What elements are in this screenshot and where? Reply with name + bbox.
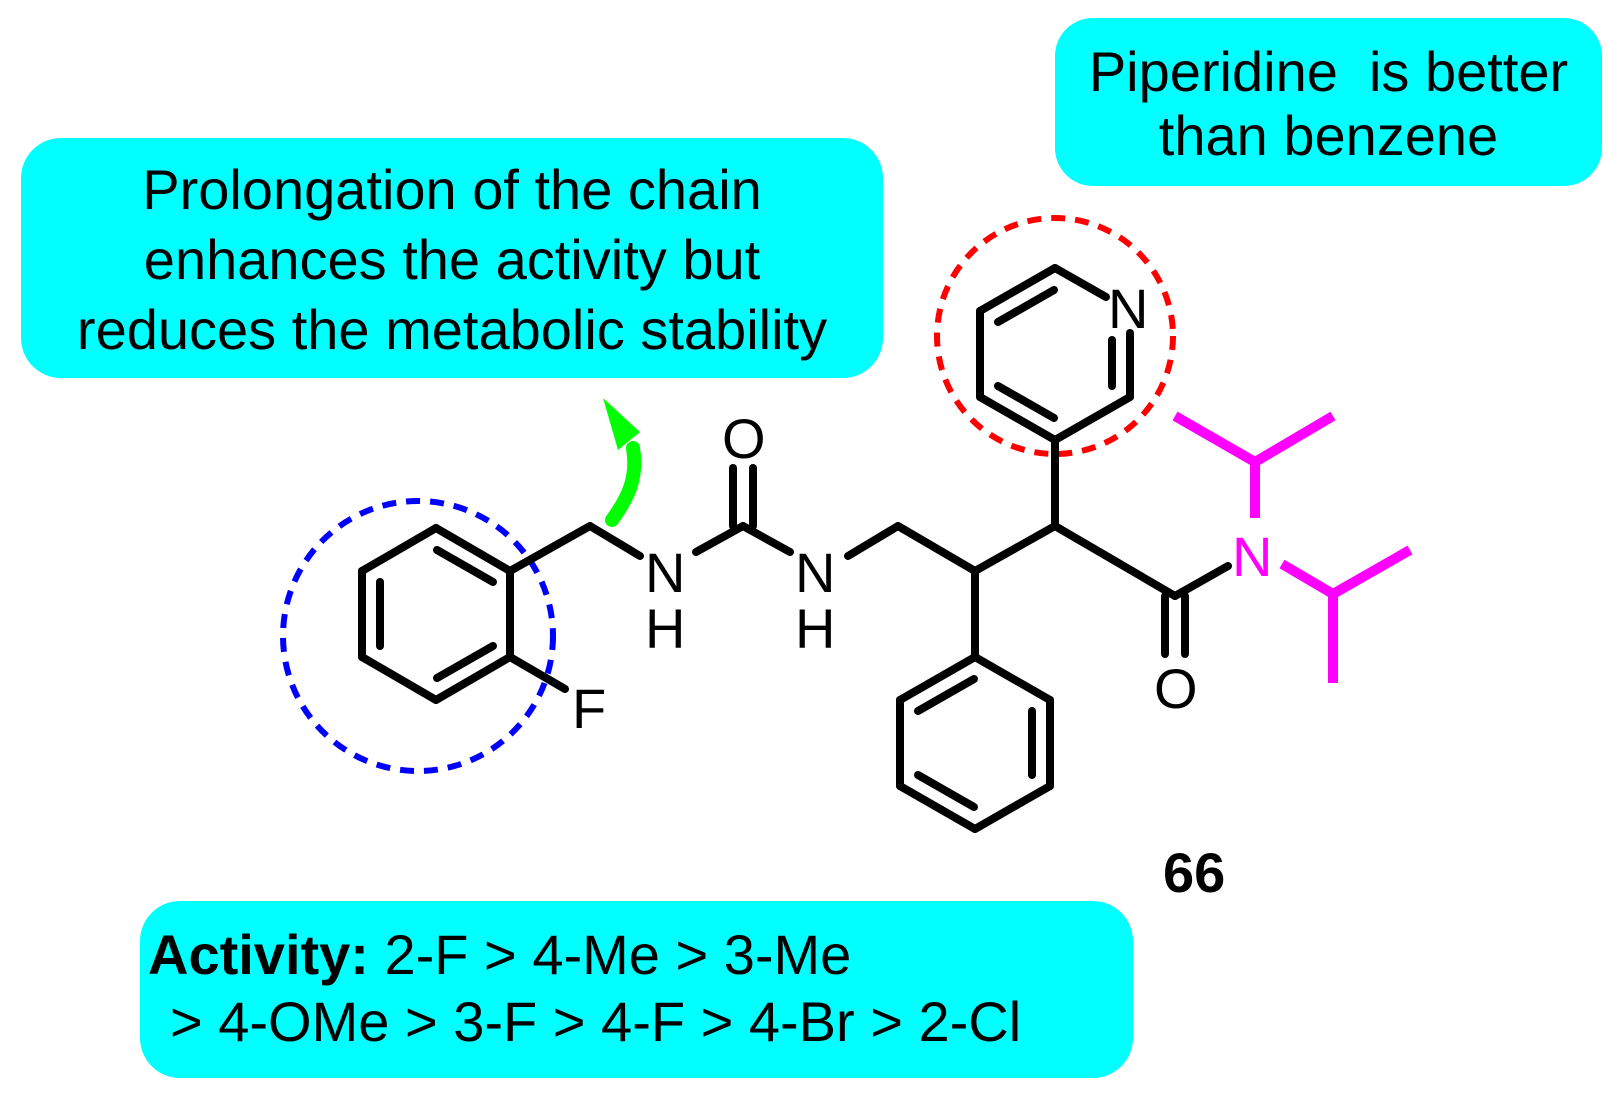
nh-left-n: N xyxy=(645,541,685,604)
nh-left-h: H xyxy=(645,597,685,660)
fluorine-atom: F xyxy=(572,677,606,740)
piperidine-callout: Piperidine is better than benzene xyxy=(1055,18,1602,186)
amide-nitrogen: N xyxy=(1232,525,1272,588)
bond-nh-ch2 xyxy=(844,522,902,560)
activity-order-2: > 4-OMe > 3-F > 4-F > 4-Br > 2-Cl xyxy=(170,990,1022,1053)
pyridine-ring xyxy=(976,264,1134,444)
pyridine-nitrogen: N xyxy=(1108,277,1148,340)
activity-order-1: 2-F > 4-Me > 3-Me xyxy=(384,923,852,986)
bond-carbonyl-nh xyxy=(739,522,794,556)
bond-amide-c-n xyxy=(1171,562,1232,600)
activity-callout: Activity: 2-F > 4-Me > 3-Me > 4-OMe > 3-… xyxy=(140,901,1133,1078)
nh-right-h: H xyxy=(795,597,835,660)
bond-ch2-ch xyxy=(894,522,979,575)
bond-nh-carbonyl xyxy=(692,522,747,556)
bond-ch2-nh xyxy=(586,522,644,560)
piperidine-callout-line-1: Piperidine is better xyxy=(1088,40,1569,103)
amide-oxygen: O xyxy=(1154,657,1198,720)
piperidine-callout-line-2: than benzene xyxy=(1158,104,1499,167)
urea-oxygen: O xyxy=(722,407,766,470)
chain-callout-line-2: enhances the activity but xyxy=(143,228,761,291)
bond-ring-ch2 xyxy=(506,522,594,575)
bond-ch-amide-c xyxy=(1051,522,1179,600)
fluorophenyl-ring xyxy=(358,524,514,704)
bond-ch-ch xyxy=(971,522,1059,575)
bond-c-f xyxy=(506,653,569,693)
aryl-highlight-circle xyxy=(280,498,556,774)
compound-number: 66 xyxy=(1163,841,1225,904)
pyridine-highlight-circle xyxy=(934,215,1176,457)
green-arrow xyxy=(603,398,642,527)
chain-callout: Prolongation of the chain enhances the a… xyxy=(21,138,883,378)
activity-line-1: Activity: 2-F > 4-Me > 3-Me xyxy=(148,921,1133,988)
chain-callout-line-1: Prolongation of the chain xyxy=(142,158,762,221)
phenyl-ring xyxy=(896,653,1054,833)
chain-callout-line-3: reduces the metabolic stability xyxy=(76,298,828,361)
isopropyl-groups xyxy=(1172,411,1413,683)
activity-label: Activity: xyxy=(148,923,369,986)
nh-right-n: N xyxy=(795,541,835,604)
